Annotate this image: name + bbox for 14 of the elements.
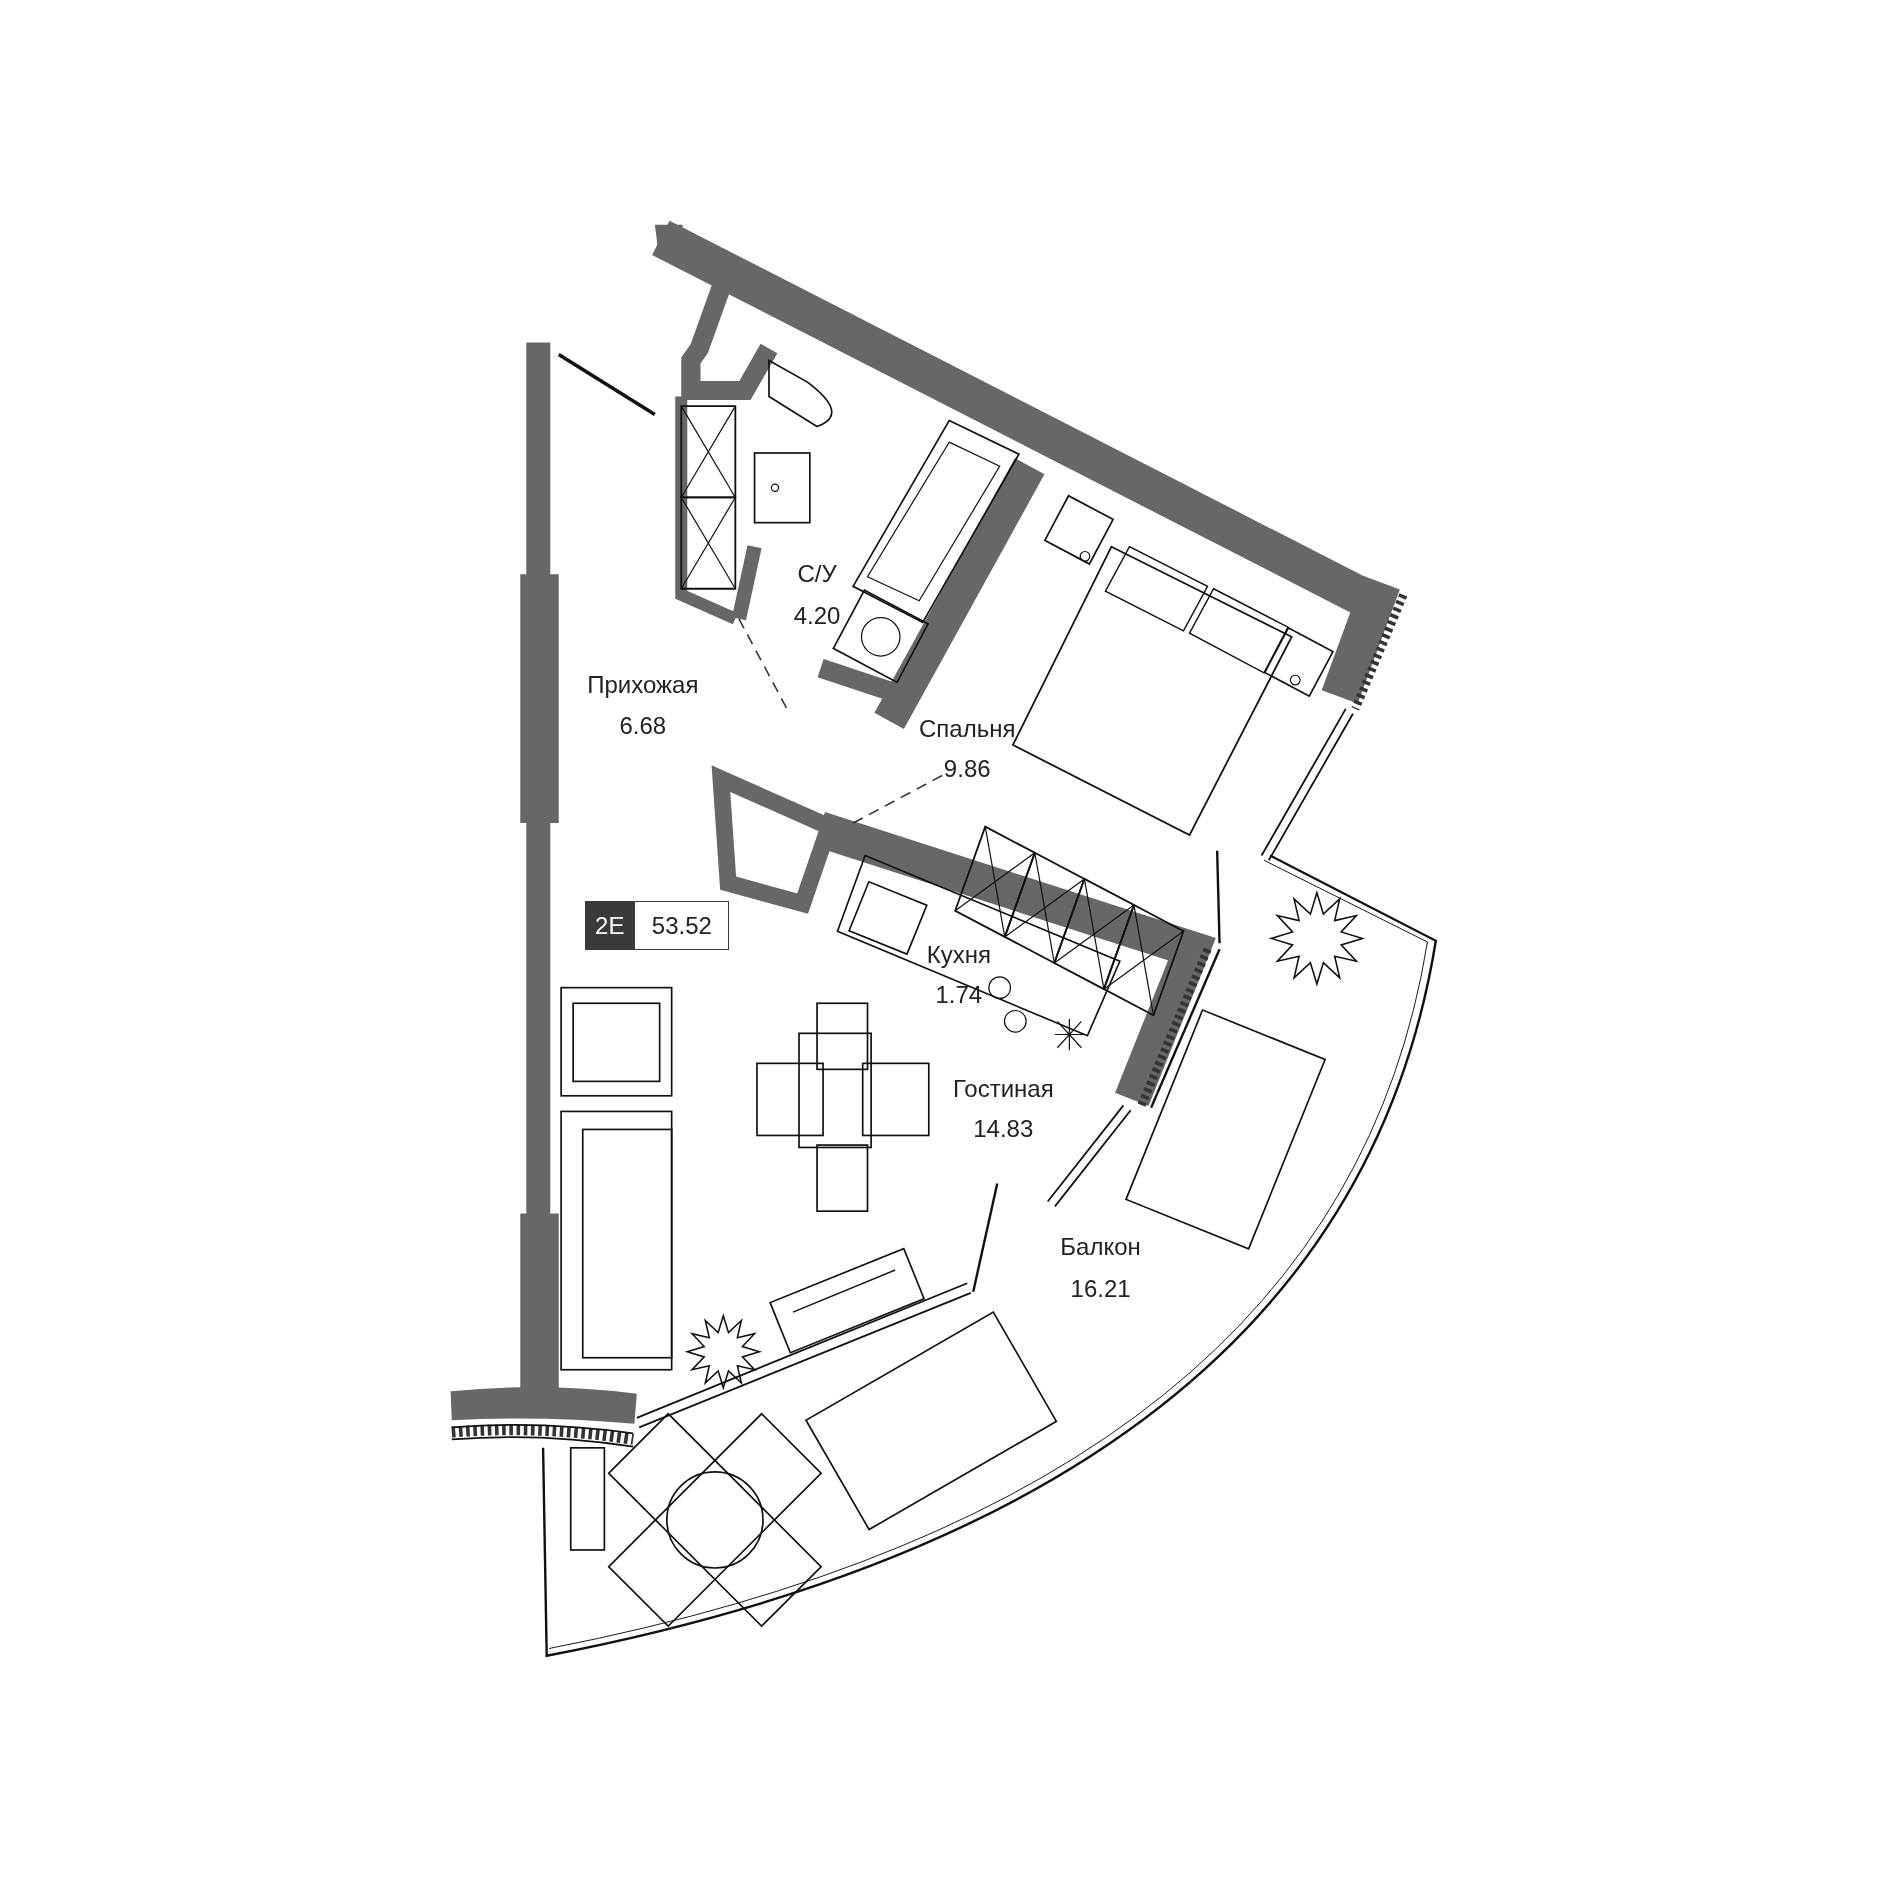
room-name: Кухня [926,942,991,969]
room-area: 1.74 [935,981,983,1009]
room-name: Балкон [1060,1234,1141,1261]
room-area: 16.21 [1070,1276,1131,1303]
room-name: Спальня [919,716,1016,743]
room-name: Гостиная [952,1075,1054,1102]
total-area-box: 53.52 [634,901,730,951]
room-area: 4.20 [793,603,841,630]
room-area: 14.83 [973,1116,1034,1143]
room-name: Прихожая [587,671,699,699]
room-name: С/У [797,561,837,588]
room-area: 6.68 [619,712,667,739]
room-area: 9.86 [943,755,991,783]
apartment-type-badge: 2E [585,901,635,951]
